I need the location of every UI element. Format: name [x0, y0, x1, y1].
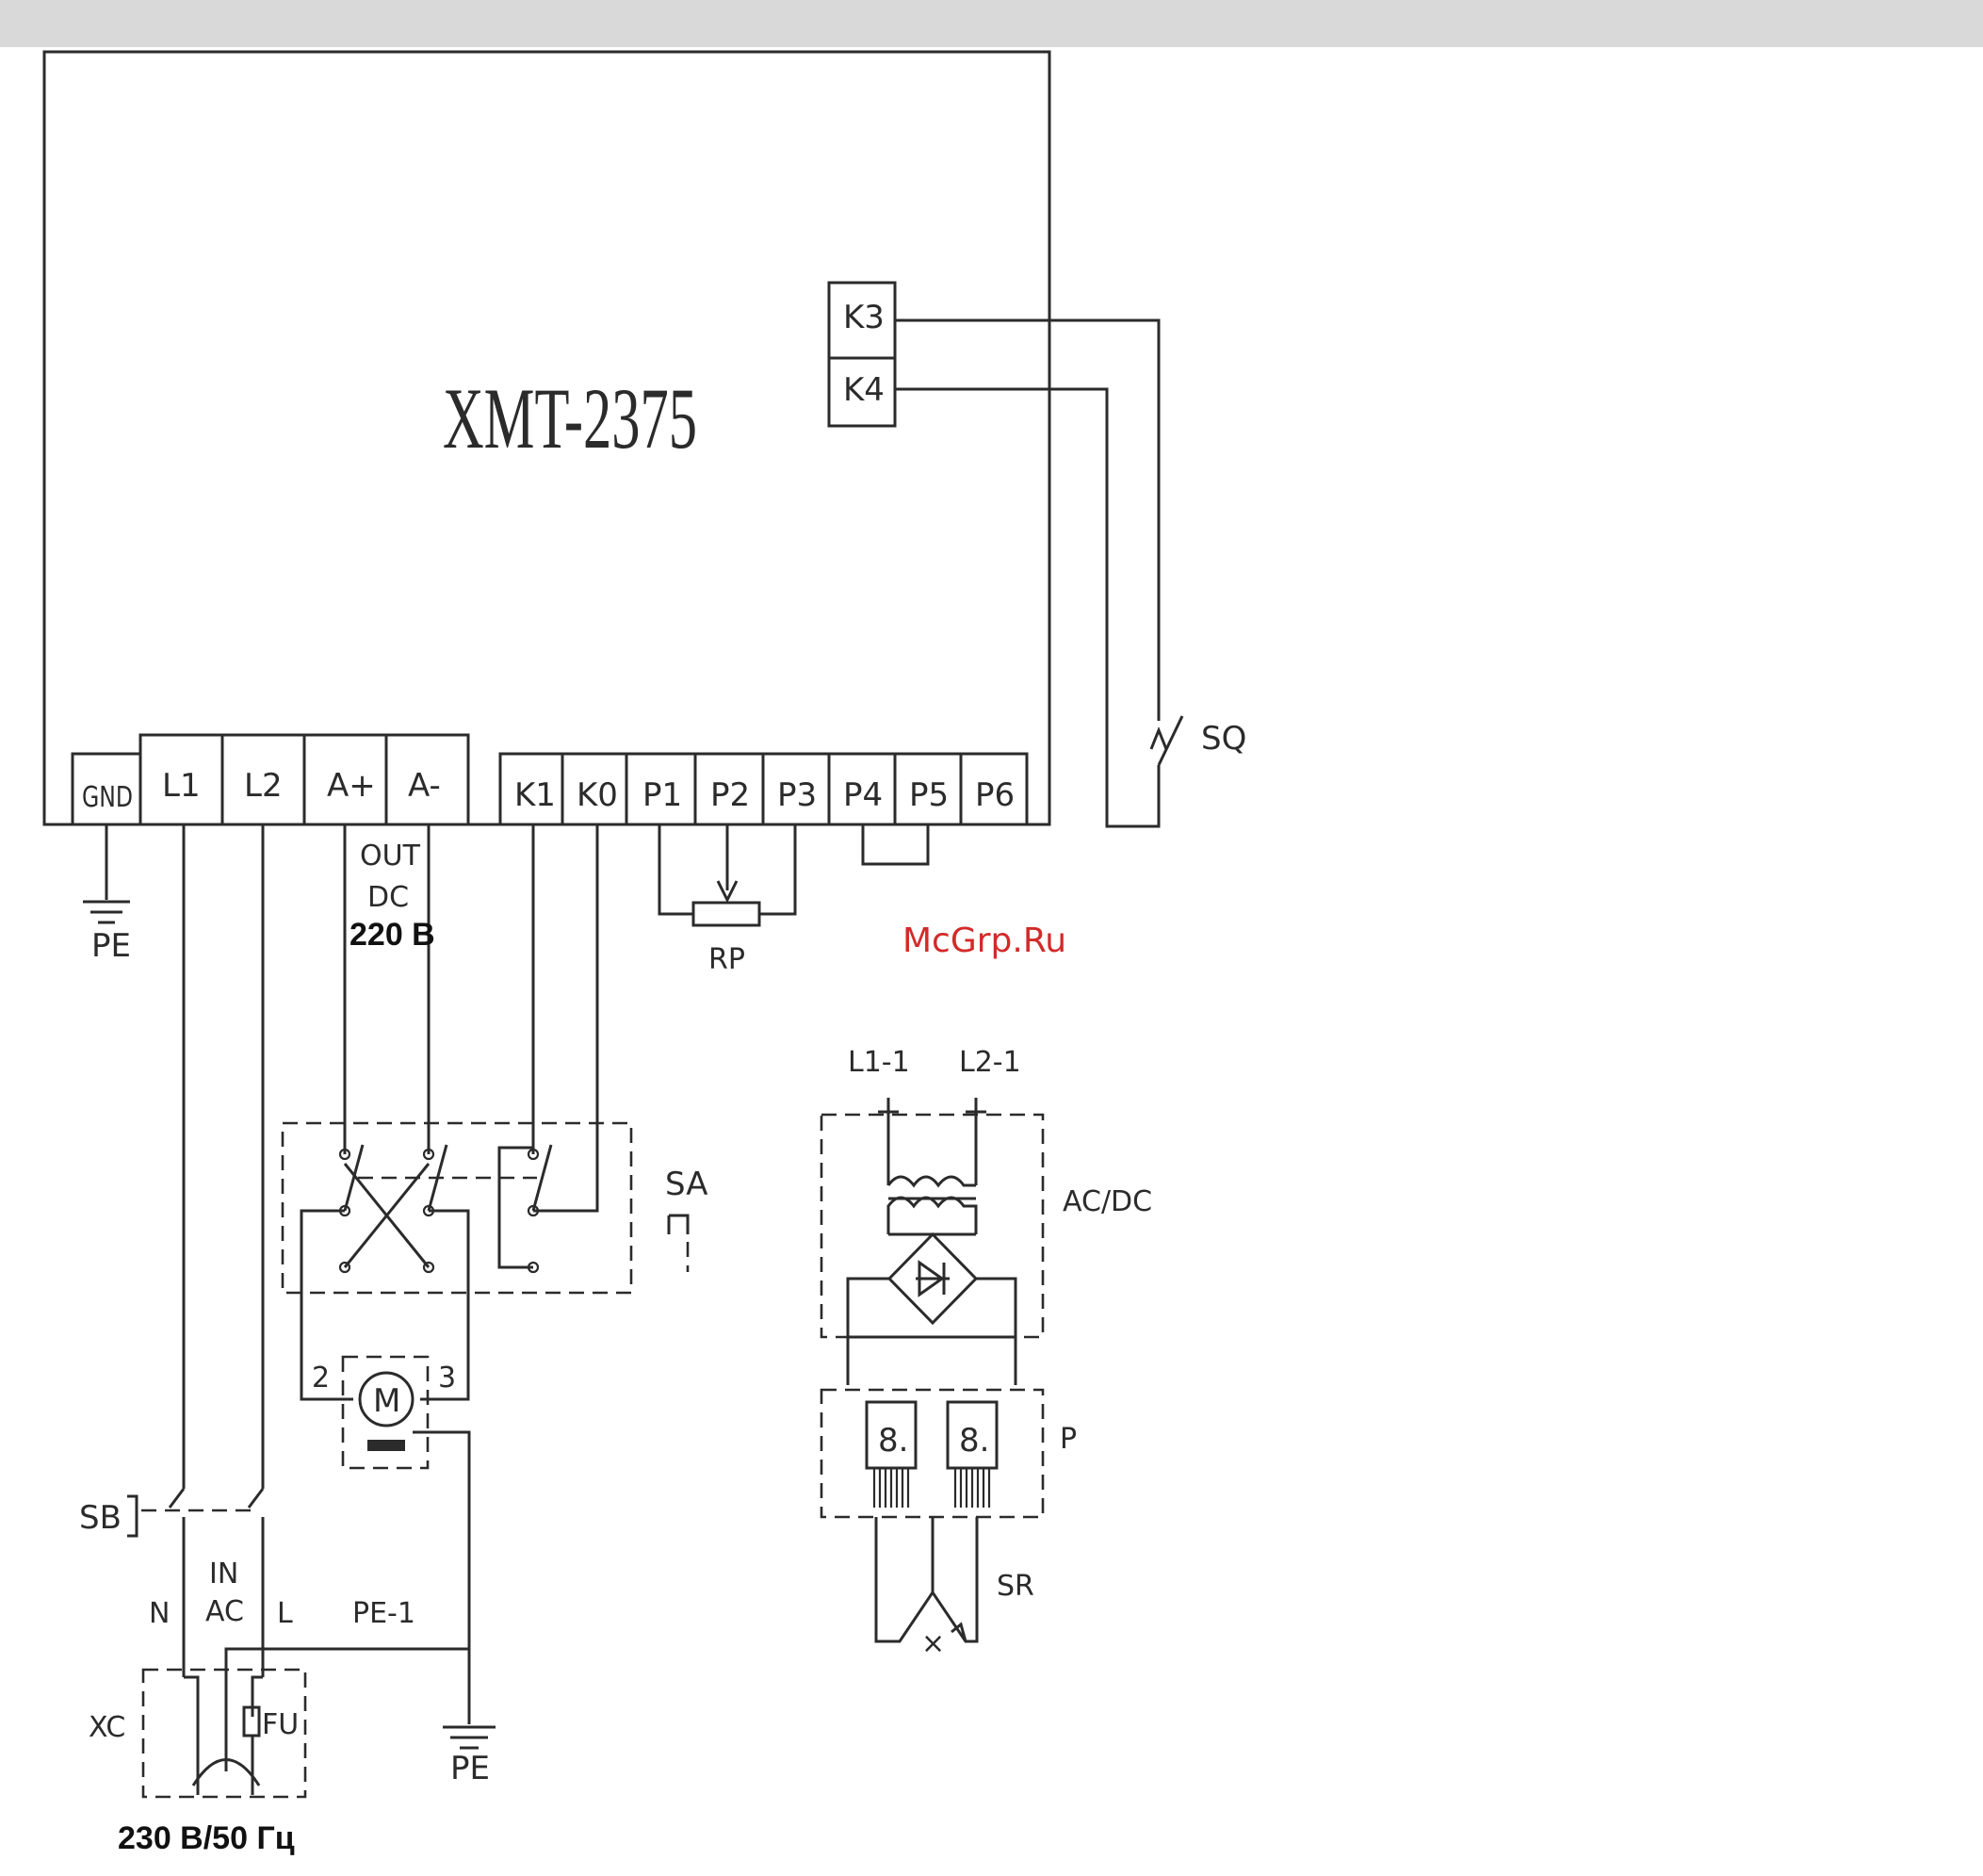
- terminal-p4: P4: [843, 776, 883, 814]
- side-terminals: K3 K4: [829, 283, 895, 426]
- sensor-sr: × SR: [876, 1517, 1034, 1660]
- terminal-p6: P6: [975, 776, 1015, 814]
- controller-box: XMT-2375: [44, 52, 1049, 824]
- display-digit-2: 8.: [959, 1422, 989, 1460]
- device-model-title: XMT-2375: [443, 370, 697, 466]
- terminal-k3: K3: [843, 299, 885, 336]
- sr-label: SR: [997, 1570, 1034, 1603]
- display-p: 8. 8. P: [821, 1390, 1077, 1517]
- terminal-strip: GND L1 L2 A+ A- K1 K0 P1 P2 P3 P4 P5 P6: [73, 735, 1027, 824]
- terminal-l1: L1: [162, 767, 201, 805]
- terminal-a-minus: A-: [408, 767, 441, 805]
- acdc-converter: L1-1 L2-1 AC/DC: [821, 1046, 1152, 1385]
- motor-m: M 2 3: [312, 1357, 469, 1724]
- motor-pin-3: 3: [438, 1362, 456, 1395]
- terminal-a-plus: A+: [327, 767, 376, 805]
- terminal-k0: K0: [577, 776, 618, 814]
- pe-1-label: PE-1: [352, 1597, 415, 1630]
- terminal-k4: K4: [843, 371, 885, 409]
- terminal-p2: P2: [710, 776, 750, 814]
- watermark: McGrp.Ru: [902, 922, 1066, 960]
- sb-label: SB: [79, 1499, 122, 1537]
- terminal-k1: K1: [514, 776, 556, 814]
- display-digit-1: 8.: [878, 1422, 908, 1460]
- l2-1-label: L2-1: [959, 1046, 1021, 1079]
- n-label: N: [149, 1597, 170, 1630]
- pe-top-label: PE: [91, 927, 131, 965]
- potentiometer-rp: RP: [659, 824, 795, 976]
- terminal-p5: P5: [909, 776, 949, 814]
- cross-mark: ×: [921, 1627, 945, 1660]
- rp-label: RP: [708, 943, 745, 976]
- terminal-p3: P3: [777, 776, 817, 814]
- motor-label: M: [373, 1382, 400, 1420]
- k-lines: [533, 824, 597, 1211]
- p4-p5-jumper: [863, 824, 928, 864]
- dc-label: DC: [367, 881, 409, 914]
- out-dc-lines: OUT DC 220 В: [345, 824, 435, 1154]
- xc-label: XC: [89, 1711, 125, 1744]
- acdc-label: AC/DC: [1063, 1185, 1152, 1218]
- in-label: IN: [209, 1558, 238, 1591]
- l1-1-label: L1-1: [848, 1046, 910, 1079]
- limit-switch-sq: SQ: [895, 320, 1246, 826]
- sa-label: SA: [665, 1166, 707, 1203]
- p-label: P: [1060, 1423, 1077, 1456]
- terminal-p1: P1: [642, 776, 682, 814]
- sq-label: SQ: [1201, 720, 1246, 758]
- pe-ground-top: PE: [83, 824, 131, 965]
- terminal-l2: L2: [244, 767, 283, 805]
- terminal-gnd: GND: [82, 781, 133, 814]
- socket-xc: XC FU: [89, 1670, 305, 1797]
- ac-label: AC: [205, 1595, 244, 1628]
- supply-label: 230 В/50 Гц: [118, 1820, 295, 1856]
- out-label: OUT: [360, 840, 421, 873]
- fu-label: FU: [262, 1708, 299, 1741]
- dc-voltage-label: 220 В: [349, 917, 435, 953]
- pe-bottom-label: PE: [450, 1750, 490, 1787]
- l-label: L: [277, 1597, 293, 1630]
- motor-pin-2: 2: [312, 1362, 330, 1395]
- power-lines: [184, 824, 263, 1489]
